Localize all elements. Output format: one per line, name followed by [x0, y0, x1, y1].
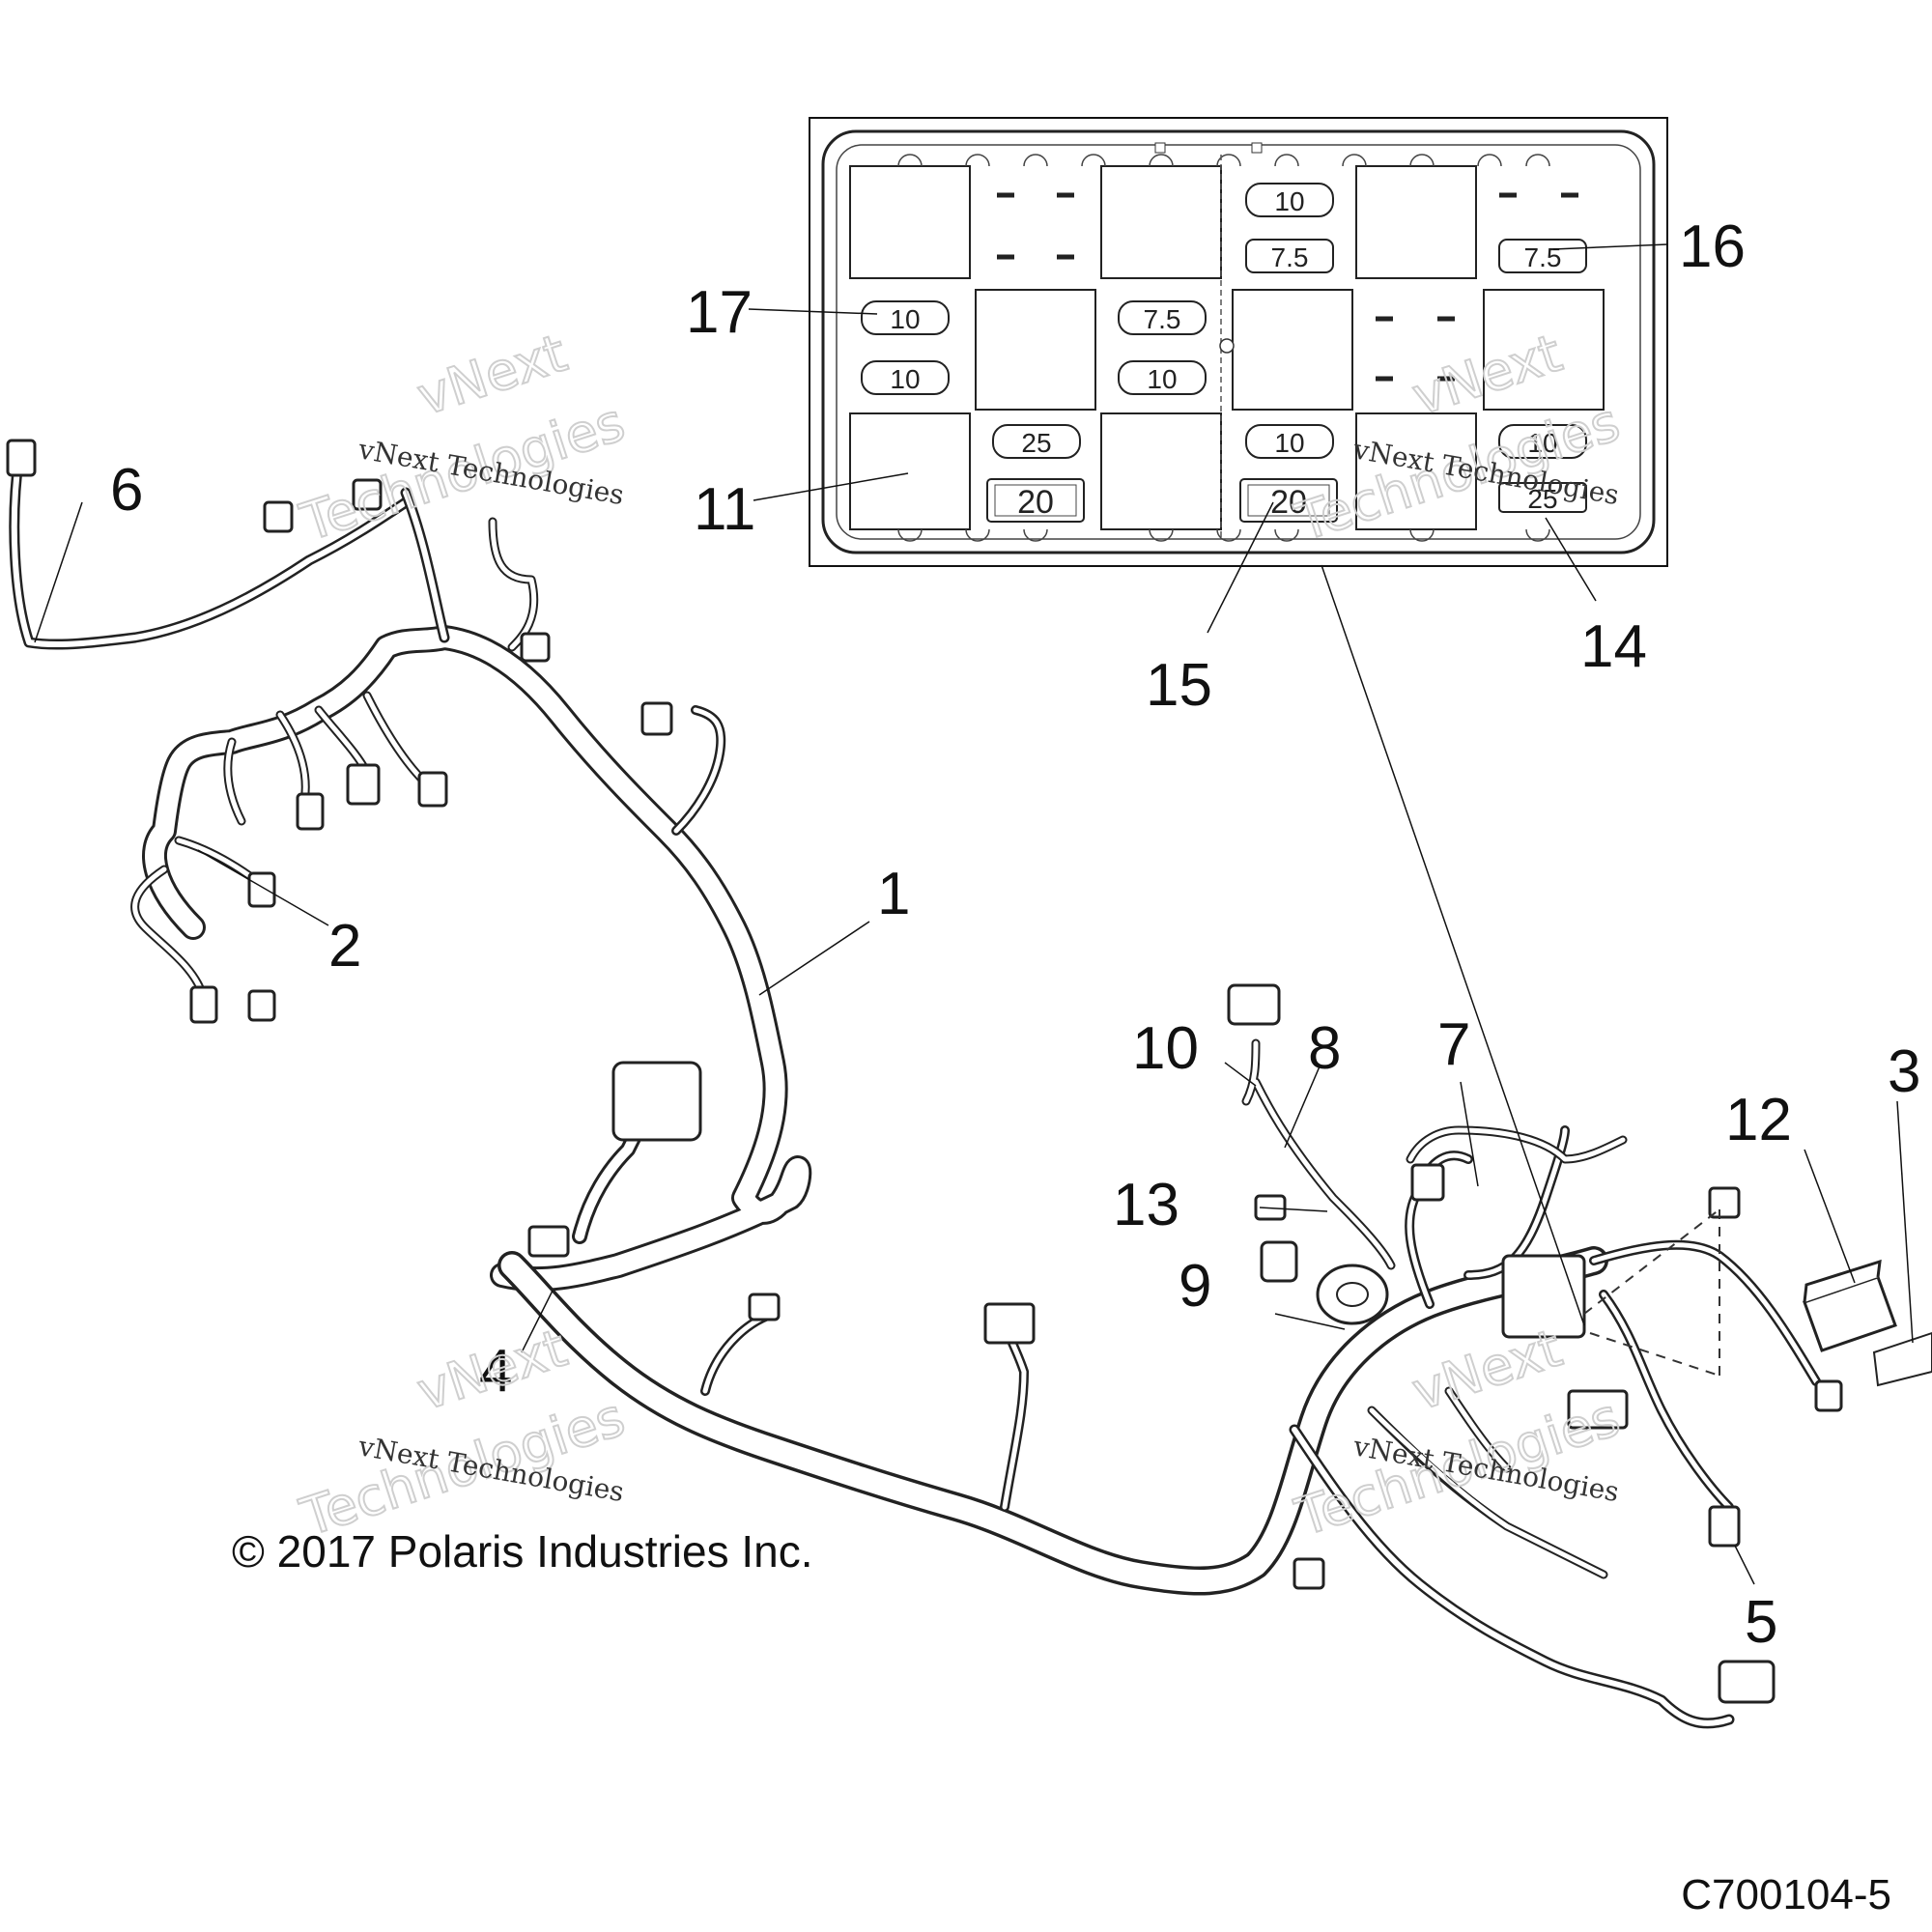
fuse-20-b: 20	[1239, 478, 1338, 523]
fuse-10-f: 10	[1498, 424, 1587, 459]
fuse-rating: 10	[1274, 186, 1304, 216]
fuse-rating: 20	[1017, 484, 1054, 521]
relay-slot	[1355, 165, 1477, 279]
connector-icon	[1814, 1379, 1843, 1412]
fuse-rating: 10	[890, 304, 920, 334]
callout-8: 8	[1308, 1015, 1341, 1082]
connector-icon	[748, 1293, 781, 1321]
label-3	[1872, 1331, 1932, 1387]
fuse-75-a: 7.5	[1245, 239, 1334, 273]
callout-14: 14	[1580, 613, 1647, 680]
fuse-25-b: 25	[1498, 482, 1587, 514]
relay-slot	[975, 289, 1096, 411]
fuse-75-b: 7.5	[1498, 239, 1587, 273]
dashed-outline	[1583, 1208, 1720, 1377]
connector-icon	[1718, 1660, 1776, 1704]
connector-icon	[1227, 983, 1281, 1026]
fuse-rating: 7.5	[1524, 242, 1562, 272]
connector-icon	[6, 439, 37, 477]
callouts: 1 2 3 4 5 6 7 8 9 10 11 12 13 14 15 16 1…	[110, 213, 1920, 1656]
fuse-10-c: 10	[861, 360, 950, 395]
callout-13: 13	[1113, 1172, 1179, 1238]
callout-6: 6	[110, 457, 143, 524]
connector-icon	[189, 985, 218, 1024]
fuse-rating: 20	[1270, 484, 1307, 521]
fuse-rating: 10	[1274, 428, 1304, 458]
fuse-25-a: 25	[992, 424, 1081, 459]
fuse-box-inset: 10 7.5 7.5 10 7.5 10 10 25	[809, 117, 1668, 567]
callout-1: 1	[877, 861, 910, 927]
connector-icon	[1410, 1163, 1445, 1202]
connector-icon	[983, 1302, 1036, 1345]
relay-slot	[1232, 289, 1353, 411]
fuse-20-a: 20	[986, 478, 1085, 523]
fuse-10-b: 10	[861, 300, 950, 335]
callout-16: 16	[1679, 213, 1746, 280]
fuse-75-c: 7.5	[1118, 300, 1207, 335]
ecu-connector-icon	[611, 1061, 702, 1142]
fuse-rating: 10	[1147, 364, 1177, 394]
callout-2: 2	[328, 913, 361, 980]
connector-icon	[296, 792, 325, 831]
fuse-rating: 25	[1021, 428, 1051, 458]
callout-3: 3	[1888, 1038, 1920, 1105]
connector-icon	[247, 989, 276, 1022]
connector-icon	[1293, 1557, 1325, 1590]
connector-icon	[520, 632, 551, 663]
fuse-rating: 10	[890, 364, 920, 394]
connector-icon	[247, 871, 276, 908]
harness-connectors	[6, 439, 1843, 1704]
module-12	[1803, 1259, 1897, 1352]
callout-11: 11	[694, 476, 755, 543]
callout-9: 9	[1179, 1253, 1211, 1320]
relay-slot	[849, 412, 971, 530]
fuse-rating: 25	[1527, 484, 1557, 514]
callout-17: 17	[686, 279, 753, 346]
callout-7: 7	[1437, 1011, 1470, 1078]
connector-icon	[1567, 1389, 1629, 1430]
fuse-rating: 10	[1527, 428, 1557, 458]
fuse-10-a: 10	[1245, 183, 1334, 217]
callout-4: 4	[479, 1338, 512, 1405]
relay-slot	[1100, 412, 1222, 530]
fuse-block-icon	[1501, 1254, 1586, 1339]
callout-5: 5	[1745, 1589, 1777, 1656]
connector-icon	[640, 701, 673, 736]
main-harness	[9, 448, 1821, 1729]
fuse-10-d: 10	[1118, 360, 1207, 395]
connector-icon	[417, 771, 448, 808]
connector-icon	[527, 1225, 570, 1258]
leader-lines	[34, 243, 1914, 1585]
copyright-notice: © 2017 Polaris Industries Inc.	[232, 1526, 813, 1577]
relay-slot	[849, 165, 971, 279]
connector-icon	[352, 478, 383, 511]
connector-icon	[346, 763, 381, 806]
callout-10: 10	[1132, 1015, 1199, 1082]
callout-12: 12	[1725, 1087, 1792, 1153]
figure-id: C700104-5	[1681, 1871, 1891, 1918]
relay-slot	[1100, 165, 1222, 279]
fuse-10-e: 10	[1245, 424, 1334, 459]
connector-icon	[1708, 1186, 1741, 1219]
callout-15: 15	[1146, 652, 1212, 719]
relay-slot	[1483, 289, 1605, 411]
connector-icon	[1708, 1505, 1741, 1548]
connector-icon	[1260, 1240, 1298, 1283]
connector-icon	[263, 500, 294, 533]
relay-slot	[1355, 412, 1477, 530]
fuse-rating: 7.5	[1271, 242, 1309, 272]
watermark-top-left: vNext Technologies vNext Technologies	[293, 322, 633, 554]
fuse-rating: 7.5	[1144, 304, 1181, 334]
